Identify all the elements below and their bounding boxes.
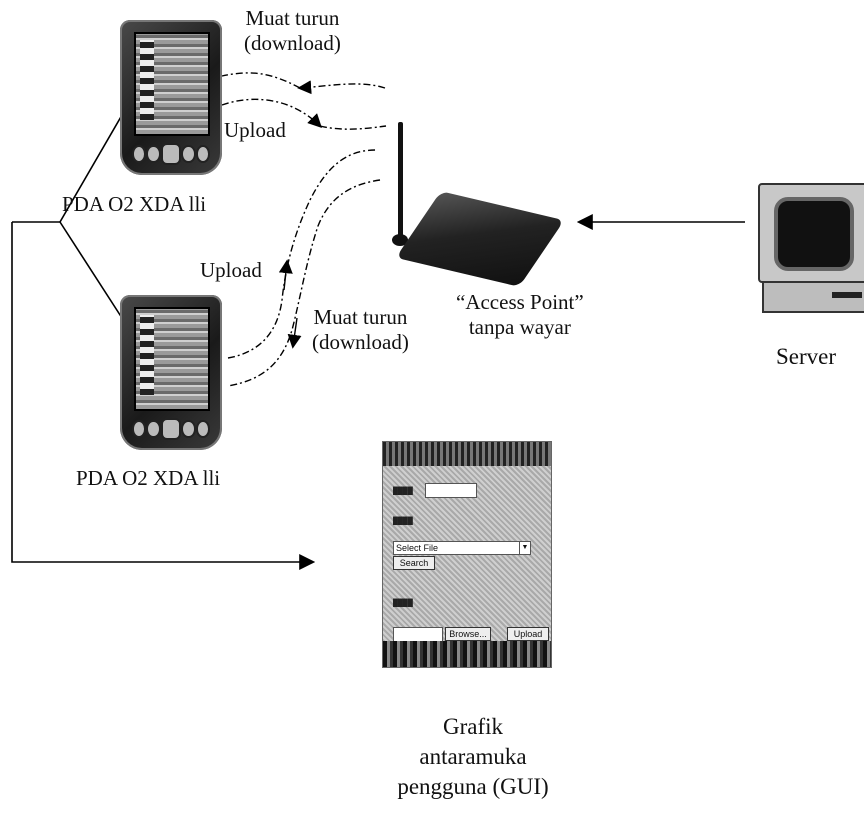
upload-top-label: Upload — [224, 118, 286, 142]
flow-download-top-tail — [221, 72, 301, 89]
flow-download-top — [297, 80, 386, 95]
flow-download-bottom — [227, 179, 381, 387]
gui-header-band — [383, 442, 551, 466]
gui-label-line-2: ████ — [393, 518, 413, 525]
gui-caption: Grafik antaramuka pengguna (GUI) — [397, 714, 549, 799]
gui-search-button: Search — [393, 556, 435, 570]
gui-screenshot: ████ ████ Select File ▼ Search ████ Brow… — [382, 441, 552, 668]
server-base — [762, 281, 864, 313]
pda-bottom-device — [120, 295, 222, 450]
gui-footer-band — [383, 641, 551, 667]
gui-text-field — [425, 483, 477, 498]
gui-link-arrow — [11, 222, 316, 570]
pda-top-device — [120, 20, 222, 175]
flow-download-bottom-arrow — [287, 317, 302, 349]
pda-bottom-link — [59, 221, 123, 319]
access-point-antenna — [398, 122, 403, 242]
upload-bottom-label: Upload — [200, 258, 262, 282]
gui-select-file: Select File ▼ — [393, 541, 531, 555]
gui-label-line-3: ████ — [393, 600, 413, 607]
flow-upload-top — [221, 98, 322, 128]
server-label: Server — [776, 344, 837, 369]
gui-label-line-1: ████ — [393, 488, 413, 495]
pda-top-link — [59, 114, 123, 223]
server-monitor — [758, 183, 864, 283]
gui-upload-button: Upload — [507, 627, 549, 641]
gui-file-path-field — [393, 627, 443, 642]
download-top-label: Muat turun (download) — [244, 6, 341, 55]
flow-upload-bottom-arrow — [278, 259, 293, 291]
pda-bottom-label: PDA O2 XDA lli — [76, 466, 221, 490]
gui-browse-button: Browse... — [445, 627, 491, 641]
access-point-antenna-base — [392, 234, 408, 246]
flow-upload-bottom — [227, 149, 377, 359]
pda-top-label: PDA O2 XDA lli — [62, 192, 207, 216]
flow-upload-top-tail — [319, 125, 387, 130]
download-bottom-label: Muat turun (download) — [312, 305, 409, 354]
access-point-label: “Access Point” tanpa wayar — [456, 290, 584, 339]
